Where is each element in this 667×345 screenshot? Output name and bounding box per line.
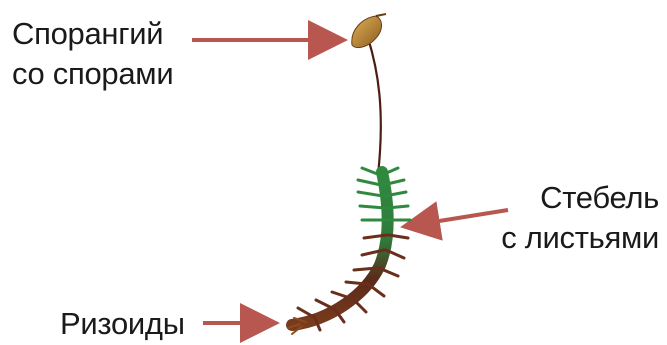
leafy-stem-icon — [288, 168, 410, 334]
label-sporangium: Спорангий со спорами — [12, 14, 173, 94]
capsule-icon — [352, 14, 386, 48]
arrow-stem — [408, 210, 508, 226]
label-stem-line1: Стебель — [501, 178, 659, 218]
label-rhizoids: Ризоиды — [60, 304, 185, 344]
label-stem: Стебель с листьями — [501, 178, 659, 258]
label-stem-line2: с листьями — [501, 218, 659, 258]
label-sporangium-line1: Спорангий — [12, 14, 173, 54]
label-sporangium-line2: со спорами — [12, 54, 173, 94]
label-rhizoids-line1: Ризоиды — [60, 304, 185, 344]
seta — [368, 38, 381, 175]
